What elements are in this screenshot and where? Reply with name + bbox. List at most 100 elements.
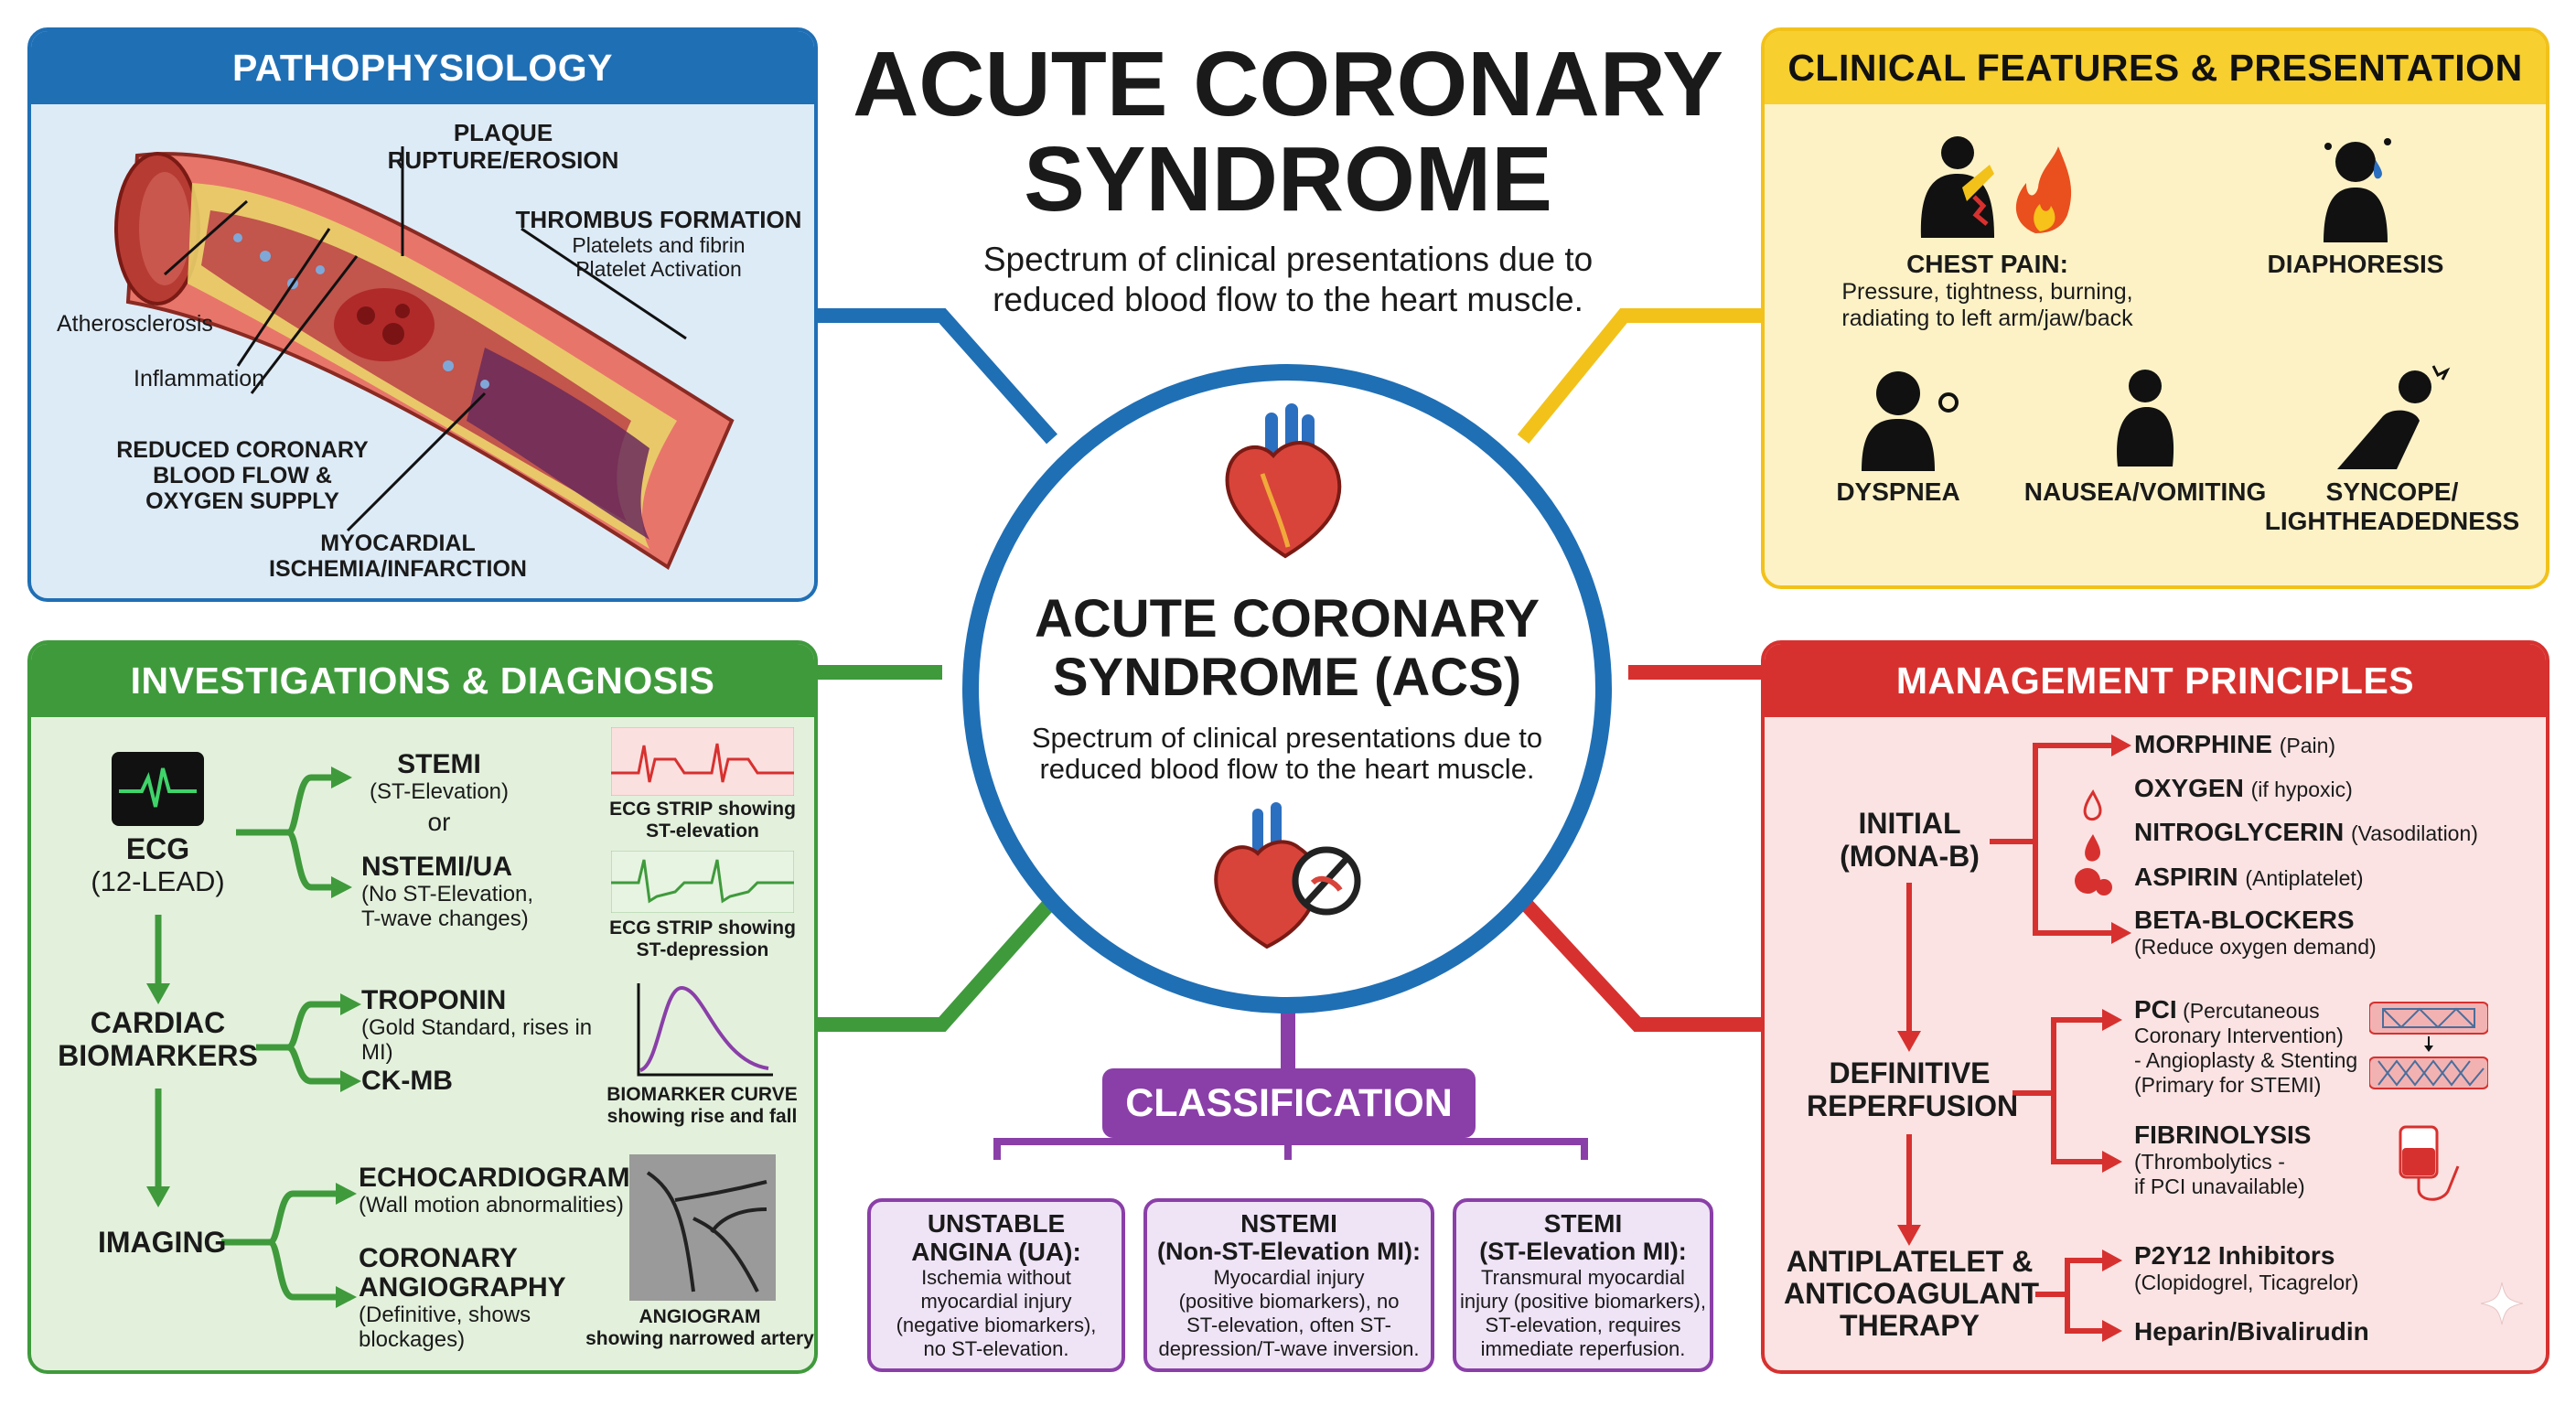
- class-card-ua: UNSTABLE ANGINA (UA): Ischemia without m…: [867, 1198, 1125, 1372]
- main-subtitle-line1: Spectrum of clinical presentations due t…: [982, 241, 1594, 278]
- chest-pain-icon: [1903, 133, 2077, 242]
- beta-sub: (Reduce oxygen demand): [2134, 935, 2377, 959]
- p2y12-label: P2Y12 Inhibitors: [2134, 1241, 2335, 1270]
- pci-sub4: (Primary for STEMI): [2134, 1073, 2322, 1097]
- imaging-label: IMAGING: [98, 1226, 227, 1259]
- dyspnea-icon: [1852, 366, 1962, 471]
- nstemi-title-line2: (Non-ST-Elevation MI):: [1157, 1238, 1421, 1265]
- iv-bag-icon: [2389, 1116, 2472, 1207]
- main-subtitle-line2: reduced blood flow to the heart muscle.: [993, 281, 1583, 318]
- syncope-icon: [2328, 361, 2456, 471]
- diaphoresis-icon: [2301, 133, 2410, 242]
- initial-label-line1: INITIAL: [1858, 807, 1961, 840]
- plaque-label-line1: PLAQUE: [453, 119, 553, 146]
- class-card-stemi: STEMI (ST-Elevation MI): Transmural myoc…: [1453, 1198, 1713, 1372]
- clinical-header: CLINICAL FEATURES & PRESENTATION: [1765, 31, 2546, 104]
- coronary-label-line1: CORONARY: [359, 1243, 518, 1273]
- ecg-monitor-icon: [110, 750, 206, 828]
- oxygen-label: OXYGEN: [2134, 774, 2244, 802]
- reduced-flow-line1: REDUCED CORONARY: [116, 437, 369, 463]
- main-title-line2: SYNDROME: [1024, 128, 1552, 231]
- aspirin-sub: (Antiplatelet): [2245, 866, 2364, 890]
- thrombus-sub1: Platelets and fibrin: [572, 233, 746, 257]
- or-label: or: [427, 808, 451, 836]
- dyspnea-label: DYSPNEA: [1836, 477, 1960, 506]
- definitive-label-line2: REPERFUSION: [1807, 1089, 2019, 1122]
- angiogram-image: [629, 1154, 776, 1301]
- heparin-label: Heparin/Bivalirudin: [2134, 1317, 2369, 1346]
- ecg-label: ECG: [125, 832, 190, 865]
- fibrinolysis-sub1: (Thrombolytics -: [2134, 1150, 2285, 1174]
- ckmb-label: CK-MB: [361, 1066, 453, 1096]
- pci-sub3: - Angioplasty & Stenting: [2134, 1048, 2358, 1072]
- ischemia-line1: MYOCARDIAL: [320, 531, 476, 556]
- strip2-caption1: ECG STRIP showing: [609, 917, 796, 938]
- p2y12-sub: (Clopidogrel, Ticagrelor): [2134, 1271, 2359, 1294]
- heart-icon: [1217, 401, 1354, 565]
- management-header: MANAGEMENT PRINCIPLES: [1765, 644, 2546, 717]
- angio-caption2: showing narrowed artery: [585, 1328, 814, 1349]
- oxygen-sub: (if hypoxic): [2250, 778, 2353, 801]
- reduced-flow-line2: BLOOD FLOW &: [153, 463, 332, 488]
- nausea-icon: [2090, 366, 2200, 471]
- cardiac-label-line2: BIOMARKERS: [58, 1039, 258, 1072]
- beta-label: BETA-BLOCKERS: [2134, 906, 2355, 934]
- thrombus-label: THROMBUS FORMATION: [515, 206, 802, 233]
- artery-illustration: [101, 119, 759, 576]
- strip2-caption2: ST-depression: [636, 939, 769, 960]
- echo-sub: (Wall motion abnormalities): [359, 1193, 624, 1217]
- morphine-sub: (Pain): [2279, 734, 2336, 757]
- morphine-label: MORPHINE: [2134, 730, 2272, 758]
- sparkle-icon: [2479, 1281, 2525, 1326]
- diaphoresis-label: DIAPHORESIS: [2267, 250, 2444, 278]
- stemi-desc1: Transmural myocardial: [1481, 1266, 1685, 1289]
- fibrinolysis-sub2: if PCI unavailable): [2134, 1174, 2305, 1198]
- anti-label-line2: ANTICOAGULANT: [1784, 1277, 2040, 1310]
- pci-sub2: Coronary Intervention): [2134, 1024, 2344, 1047]
- troponin-sub: (Gold Standard, rises in MI): [361, 1015, 593, 1065]
- nitroglycerin-sub: (Vasodilation): [2351, 821, 2478, 845]
- angio-caption1: ANGIOGRAM: [639, 1306, 761, 1327]
- pci-sub1: (Percutaneous: [2183, 999, 2320, 1023]
- center-subtitle-line2: reduced blood flow to the heart muscle.: [1039, 753, 1535, 785]
- coronary-sub1: (Definitive, shows: [359, 1303, 531, 1327]
- nitroglycerin-label: NITROGLYCERIN: [2134, 818, 2345, 846]
- reduced-flow-line3: OXYGEN SUPPLY: [145, 488, 339, 514]
- ecg-sub: (12-LEAD): [91, 865, 225, 897]
- ecg-strip-st-depression: [610, 850, 795, 914]
- strip1-caption1: ECG STRIP showing: [609, 799, 796, 820]
- nstemi-title-line1: NSTEMI: [1240, 1209, 1337, 1238]
- pci-label: PCI: [2134, 995, 2177, 1024]
- aspirin-label: ASPIRIN: [2134, 863, 2238, 891]
- classification-header: CLASSIFICATION: [1102, 1068, 1476, 1138]
- anti-label-line1: ANTIPLATELET &: [1786, 1245, 2034, 1278]
- ua-desc4: no ST-elevation.: [923, 1337, 1069, 1360]
- ua-title-line2: ANGINA (UA):: [911, 1238, 1081, 1266]
- coronary-label-line2: ANGIOGRAPHY: [359, 1272, 566, 1303]
- atherosclerosis-label: Atherosclerosis: [57, 311, 213, 337]
- echo-label: ECHOCARDIOGRAM: [359, 1163, 630, 1193]
- syncope-label-line2: LIGHTHEADEDNESS: [2264, 507, 2520, 535]
- clinical-panel: CLINICAL FEATURES & PRESENTATION: [1761, 27, 2549, 589]
- pathophysiology-header: PATHOPHYSIOLOGY: [31, 31, 814, 104]
- inflammation-label: Inflammation: [134, 366, 265, 391]
- initial-label-line2: (MONA-B): [1840, 840, 1980, 873]
- biomarker-curve-graph: [631, 979, 778, 1081]
- stemi-desc4: immediate reperfusion.: [1480, 1337, 1686, 1360]
- definitive-label-line1: DEFINITIVE: [1829, 1056, 1991, 1089]
- ua-desc3: (negative biomarkers),: [896, 1314, 1097, 1336]
- class-card-nstemi: NSTEMI (Non-ST-Elevation MI): Myocardial…: [1143, 1198, 1434, 1372]
- ua-desc1: Ischemia without: [921, 1266, 1071, 1289]
- stemi-title-line1: STEMI: [1543, 1209, 1623, 1238]
- curve-caption2: showing rise and fall: [606, 1106, 798, 1127]
- main-title-line1: ACUTE CORONARY: [853, 33, 1723, 135]
- chest-pain-desc1: Pressure, tightness, burning,: [1841, 279, 2133, 305]
- nstemi-label: NSTEMI/UA: [361, 852, 512, 882]
- chest-pain-title: CHEST PAIN:: [1906, 250, 2068, 278]
- stent-icon: [2368, 995, 2489, 1096]
- nstemi-desc2: (positive biomarkers), no: [1178, 1290, 1400, 1313]
- fibrinolysis-label: FIBRINOLYSIS: [2134, 1121, 2312, 1149]
